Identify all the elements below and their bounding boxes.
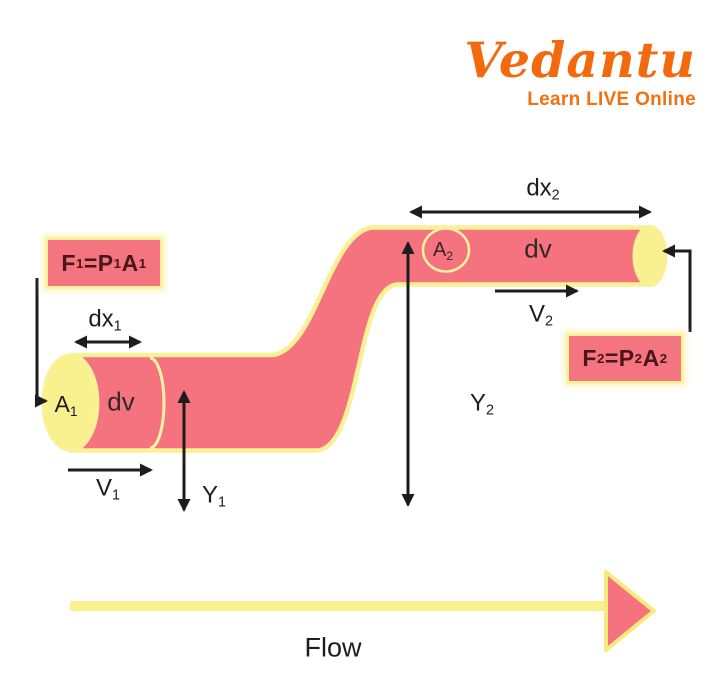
pipe-body: [67, 225, 655, 453]
v2-label: V2: [529, 300, 553, 329]
flow-arrow-line: [70, 601, 607, 611]
f1-sub: 1: [75, 255, 84, 271]
f1-text: F: [61, 249, 76, 276]
y1-base: Y: [201, 481, 218, 509]
pipe-right-cap: [632, 225, 668, 287]
y2-label: Y2: [470, 389, 494, 418]
f1-text3: A: [121, 249, 139, 276]
dx2-sub: 2: [551, 187, 560, 204]
y1-label: Y1: [202, 481, 226, 510]
f2-text: F: [582, 345, 597, 371]
dx2-label: dx2: [526, 174, 559, 203]
dv-slab-boundary: [149, 356, 166, 450]
y2-base: Y: [469, 389, 486, 417]
dv-lower-text: dv: [107, 386, 135, 417]
a2-cross-section-ring: [421, 227, 471, 273]
a1-label: A1: [54, 391, 77, 419]
a2-base: A: [432, 239, 447, 262]
y1-sub: 1: [218, 494, 227, 511]
dv-label-upper: dv: [524, 234, 551, 265]
f2-pointer-arrow: [662, 244, 692, 332]
vedantu-wordmark: Vedantu: [464, 31, 696, 89]
dx1-base: dx: [88, 305, 114, 333]
vedantu-tagline: Learn LIVE Online: [527, 89, 696, 110]
a2-sub: 2: [446, 248, 454, 263]
f2-text2: =P: [604, 345, 635, 371]
v1-sub: 1: [112, 487, 121, 504]
dx2-base: dx: [526, 174, 552, 202]
f2-sub: 2: [596, 351, 605, 366]
f1-pointer-arrow: [34, 278, 48, 408]
v2-base: V: [528, 300, 545, 328]
f1-sub3: 1: [138, 255, 147, 271]
v1-base: V: [95, 474, 112, 502]
a2-label: A2: [433, 239, 453, 263]
flow-text: Flow: [304, 632, 362, 663]
f1-sub2: 1: [113, 255, 122, 271]
vedantu-logo: Vedantu Learn LIVE Online: [464, 36, 696, 111]
flow-label: Flow: [304, 633, 361, 664]
f2-sub2: 2: [634, 351, 643, 366]
dv-upper-text: dv: [524, 233, 552, 264]
flow-arrowhead: [604, 570, 656, 652]
dx1-label: dx1: [88, 305, 121, 334]
f2-sub3: 2: [659, 351, 668, 366]
a1-base: A: [54, 390, 70, 417]
y2-sub: 2: [486, 402, 495, 419]
f2-text3: A: [642, 345, 660, 371]
dv-label-lower: dv: [107, 387, 134, 418]
v1-label: V1: [96, 474, 120, 503]
f1-text2: =P: [83, 249, 114, 276]
a1-sub: 1: [69, 404, 78, 420]
v2-sub: 2: [545, 313, 554, 330]
dx1-sub: 1: [113, 318, 122, 335]
